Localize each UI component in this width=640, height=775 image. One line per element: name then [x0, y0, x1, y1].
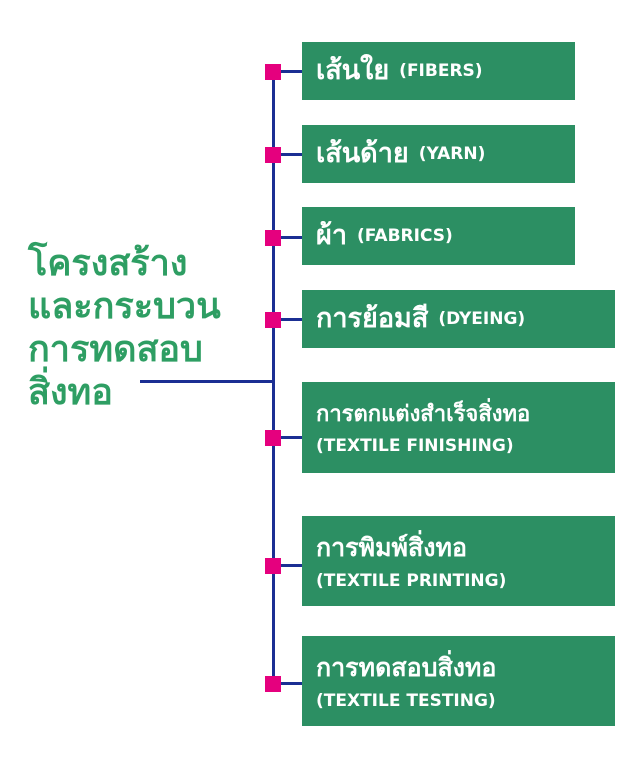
item-sub-label: (TEXTILE FINISHING): [316, 435, 514, 456]
node-marker: [265, 558, 281, 574]
item-box-printing: การพิมพ์สิ่งทอ (TEXTILE PRINTING): [302, 516, 615, 606]
title-connector-line: [140, 380, 274, 383]
item-main-label: เส้นใย: [316, 55, 390, 86]
item-sub-label: (DYEING): [438, 309, 526, 329]
title-line: การทดสอบ: [28, 329, 203, 370]
node-marker: [265, 312, 281, 328]
node-marker: [265, 676, 281, 692]
item-sub-label: (TEXTILE PRINTING): [316, 571, 507, 591]
item-main-label: การตกแต่งสำเร็จสิ่งทอ: [316, 401, 531, 427]
title-line: สิ่งทอ: [28, 372, 113, 413]
branch-line: [274, 70, 302, 73]
vertical-trunk-line: [272, 71, 275, 684]
item-box-fibers: เส้นใย (FIBERS): [302, 42, 575, 100]
item-sub-label: (FIBERS): [399, 61, 483, 81]
item-sub-label: (TEXTILE TESTING): [316, 691, 496, 711]
branch-line: [274, 682, 302, 685]
branch-line: [274, 436, 302, 439]
item-main-label: เส้นด้าย: [316, 138, 409, 169]
node-marker: [265, 64, 281, 80]
item-box-finishing: การตกแต่งสำเร็จสิ่งทอ (TEXTILE FINISHING…: [302, 382, 615, 473]
branch-line: [274, 318, 302, 321]
branch-line: [274, 564, 302, 567]
branch-line: [274, 236, 302, 239]
node-marker: [265, 147, 281, 163]
item-main-label: ผ้า: [316, 220, 347, 251]
item-main-label: การทดสอบสิ่งทอ: [316, 653, 497, 682]
node-marker: [265, 430, 281, 446]
item-box-testing: การทดสอบสิ่งทอ (TEXTILE TESTING): [302, 636, 615, 726]
branch-line: [274, 153, 302, 156]
title-line: โครงสร้าง: [28, 243, 188, 284]
item-box-fabrics: ผ้า (FABRICS): [302, 207, 575, 265]
item-main-label: การย้อมสี: [316, 303, 429, 334]
item-box-dyeing: การย้อมสี (DYEING): [302, 290, 615, 348]
item-main-label: การพิมพ์สิ่งทอ: [316, 533, 468, 562]
diagram-title: โครงสร้าง และกระบวน การทดสอบ สิ่งทอ: [28, 242, 248, 414]
item-box-yarn: เส้นด้าย (YARN): [302, 125, 575, 183]
item-sub-label: (FABRICS): [356, 226, 453, 246]
title-line: และกระบวน: [28, 286, 221, 327]
item-sub-label: (YARN): [418, 144, 486, 164]
node-marker: [265, 230, 281, 246]
